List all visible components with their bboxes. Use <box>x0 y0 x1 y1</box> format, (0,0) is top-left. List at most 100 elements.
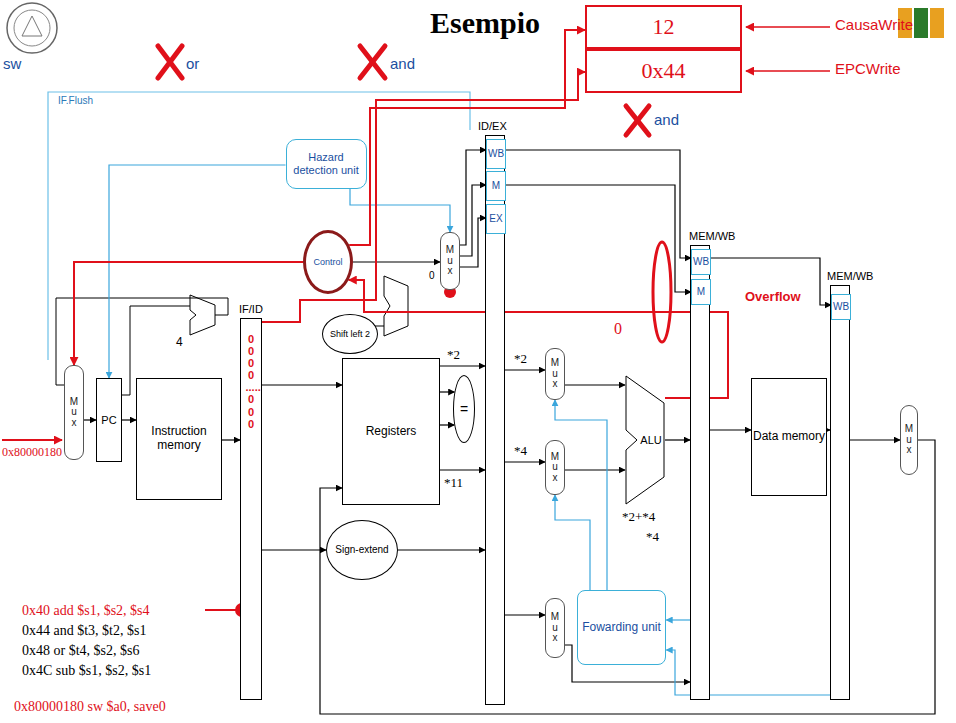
signal-wire <box>460 185 486 256</box>
alu-shape <box>626 376 664 504</box>
code-line: 0x4C sub $s1, $s2, $s1 <box>22 663 151 678</box>
control-field: WB <box>831 294 851 320</box>
signal-name: IF.Flush <box>58 95 93 106</box>
signal-name: EPCWrite <box>835 61 901 78</box>
pipeline-register: MEM/WBWB <box>830 285 850 700</box>
signal-wire <box>353 261 440 262</box>
node-text: Instruction memory <box>137 425 221 453</box>
hazard-unit: Hazard detection unit <box>286 139 367 189</box>
node-text: Data memory <box>753 430 825 444</box>
alu: ALU <box>625 375 665 505</box>
code-line: 0x48 or $t4, $s2, $s6 <box>22 643 139 658</box>
slide-title: Esempio <box>385 6 585 40</box>
pipeline-register: IF/ID0000 ..... 000 <box>240 318 262 700</box>
node-text: Sign-extend <box>335 544 388 556</box>
signal-wire <box>665 439 690 440</box>
register-value: *2 <box>447 348 460 362</box>
signal-wire <box>262 72 585 322</box>
signal-wire <box>666 619 690 620</box>
epc-register: 0x44 <box>585 49 742 93</box>
multiplexer: M u x <box>545 598 565 658</box>
node-text: WB <box>833 301 849 313</box>
node-text: Control <box>313 257 342 267</box>
signal-wire <box>222 439 240 440</box>
register-value: *11 <box>444 476 463 490</box>
node-text: WB <box>693 256 709 268</box>
signal-wire <box>262 549 326 550</box>
signal-wire <box>440 365 485 366</box>
register-value: *2+*4 <box>622 510 655 524</box>
signal-wire <box>74 262 303 365</box>
cross-stroke <box>158 46 182 78</box>
control-field: WB <box>691 249 711 275</box>
flush-highlight <box>653 242 671 342</box>
cross-stroke <box>626 106 649 135</box>
handler-address: 0x80000180 <box>2 446 62 459</box>
pipeline-register: ID/EXWBMEX <box>485 135 505 705</box>
node-text: 0000 ..... 000 <box>246 333 257 430</box>
logo-bar <box>930 8 944 38</box>
handler-address-arrow <box>2 439 62 441</box>
signal-wire <box>506 185 691 292</box>
code-line: 0x80000180 sw $a0, save0 <box>14 699 166 714</box>
signal-wire <box>262 384 342 385</box>
logo-bar <box>914 8 928 38</box>
stage-instruction: or <box>186 56 199 73</box>
signal-wire <box>440 391 454 392</box>
signal-name: Overflow <box>745 290 801 304</box>
pointer-line <box>205 609 236 611</box>
signal-wire <box>710 429 751 430</box>
code-line: 0x40 add $s1, $s2, $s4 <box>22 603 150 618</box>
signal-name: CausaWrite <box>835 17 913 34</box>
input-value: 0 <box>429 270 435 281</box>
university-seal <box>7 3 57 53</box>
control-field: M <box>486 171 506 201</box>
seal-inner-ring <box>14 10 50 46</box>
signal-wire <box>460 150 486 245</box>
signal-wire <box>460 218 486 267</box>
node-text: EX <box>489 213 502 225</box>
control-field: WB <box>486 139 506 169</box>
signal-wire <box>398 549 485 550</box>
node-text: PC <box>101 414 116 427</box>
register-value: *4 <box>514 444 527 458</box>
pc-register: PC <box>96 378 122 462</box>
cross-stroke <box>158 46 182 78</box>
node-text: Shift left 2 <box>330 329 370 339</box>
register-value: *4 <box>646 530 659 544</box>
signal-wire <box>850 439 900 440</box>
signal-wire <box>505 461 545 462</box>
node-text: M <box>492 180 500 192</box>
node-text: M u x <box>904 424 914 456</box>
sign-extend-unit: Sign-extend <box>326 520 398 580</box>
node-text: M <box>697 286 705 298</box>
register-name: IF/ID <box>239 303 263 316</box>
cancel-marks <box>158 46 649 135</box>
signal-wire <box>440 424 454 425</box>
input-value: 4 <box>176 336 183 349</box>
stage-instruction: sw <box>3 56 21 73</box>
register-value: *2 <box>514 352 527 366</box>
cross-stroke <box>360 46 385 78</box>
control-unit: Control <box>303 230 353 294</box>
signal-wire <box>506 150 691 258</box>
node-text: = <box>460 401 468 417</box>
seal-figure <box>22 16 42 36</box>
node-text: ALU <box>640 434 661 447</box>
shift-unit: Shift left 2 <box>322 314 378 354</box>
signal-wire <box>505 369 545 370</box>
node-text: Fowarding unit <box>582 621 661 635</box>
signal-wire <box>505 614 545 615</box>
signal-wire <box>555 495 590 590</box>
register-file: Registers <box>342 358 440 505</box>
node-text: WB <box>488 148 504 160</box>
register-name: MEM/WB <box>689 230 735 243</box>
cross-stroke <box>626 106 649 135</box>
signal-wire <box>711 258 831 305</box>
control-field: M <box>691 279 711 305</box>
multiplexer: M u x <box>545 440 565 495</box>
signal-wire <box>84 419 96 420</box>
multiplexer: M u x <box>545 348 565 400</box>
data-memory: Data memory <box>751 378 827 496</box>
multiplexer: M u x <box>440 232 460 290</box>
